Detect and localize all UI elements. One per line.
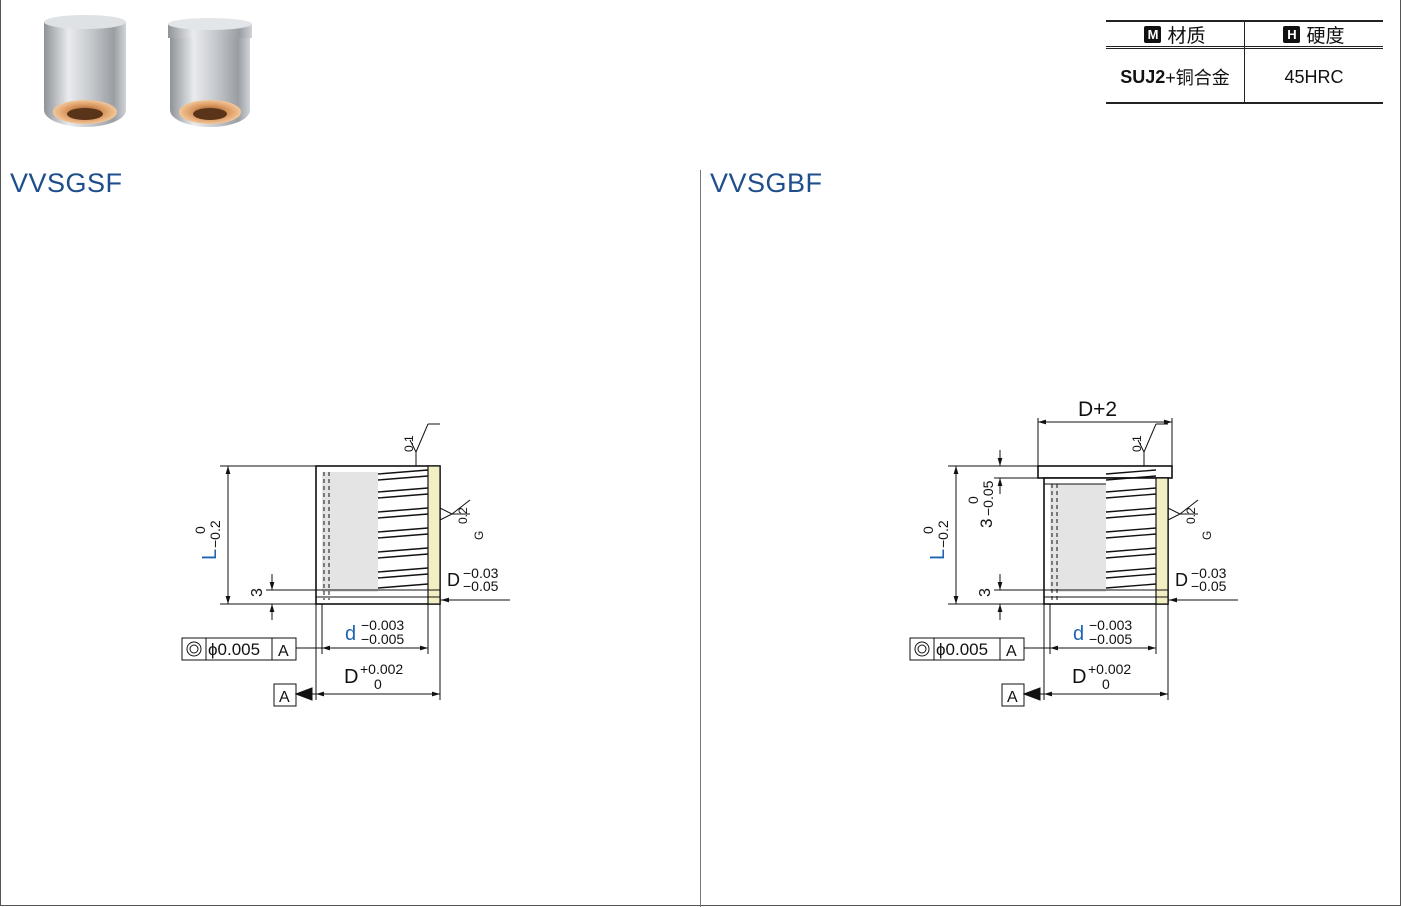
left-length-symbol: L bbox=[199, 549, 221, 560]
right-chamfer: 3 bbox=[977, 588, 994, 597]
material-value-base: SUJ2 bbox=[1120, 66, 1166, 87]
right-flange-tol-upper: 0 bbox=[965, 496, 981, 504]
right-length-tol-upper: 0 bbox=[920, 526, 936, 534]
left-concentricity-datum: A bbox=[278, 643, 289, 660]
right-flange-tol-lower: −0.05 bbox=[980, 480, 996, 516]
series-title-vvsgsf: VVSGSF bbox=[10, 168, 123, 198]
material-header: M 材质 bbox=[1106, 22, 1244, 47]
right-fit-d-symbol: D bbox=[1072, 666, 1086, 688]
right-outer-d-symbol: D bbox=[1175, 570, 1188, 590]
hardness-badge-icon: H bbox=[1283, 25, 1301, 43]
drawing-vvsgsf bbox=[181, 423, 510, 707]
material-badge-icon: M bbox=[1144, 25, 1162, 43]
right-datum-label: A bbox=[1007, 689, 1018, 706]
left-inner-d-tol-lower: −0.005 bbox=[361, 631, 404, 647]
product-photo-straight bbox=[44, 15, 126, 127]
left-length-tol-lower: −0.2 bbox=[207, 520, 223, 548]
right-flange-dim: D+2 bbox=[1078, 398, 1117, 421]
right-length-tol-lower: −0.2 bbox=[935, 520, 951, 548]
left-roughness-side: 0.2 bbox=[456, 507, 470, 524]
left-length-tol-upper: 0 bbox=[192, 526, 208, 534]
material-hardness-table: M 材质 H 硬度 SUJ2+铜合金 45HRC bbox=[1106, 20, 1383, 104]
left-datum-label: A bbox=[279, 689, 290, 706]
left-fit-d-tol-upper: +0.002 bbox=[360, 661, 403, 677]
hardness-header-label: 硬度 bbox=[1306, 25, 1345, 47]
left-fit-d-symbol: D bbox=[344, 666, 358, 688]
left-chamfer: 3 bbox=[249, 588, 266, 597]
right-roughness-side: 0.2 bbox=[1184, 507, 1198, 524]
left-grind-mark: G bbox=[472, 531, 486, 540]
left-fit-d-tol-lower: 0 bbox=[374, 676, 382, 692]
right-concentricity-datum: A bbox=[1006, 643, 1017, 660]
right-grind-mark: G bbox=[1200, 531, 1214, 540]
material-header-label: 材质 bbox=[1167, 25, 1206, 47]
right-flange-thickness: 3 bbox=[977, 519, 996, 528]
material-value-alloy: +铜合金 bbox=[1165, 68, 1230, 88]
left-outer-d-symbol: D bbox=[447, 570, 460, 590]
left-concentricity-value: ϕ0.005 bbox=[208, 640, 260, 659]
product-photo-flanged bbox=[168, 18, 252, 127]
right-outer-d-tol-upper: −0.03 bbox=[1191, 565, 1227, 581]
material-value: SUJ2+铜合金 bbox=[1106, 52, 1244, 102]
right-concentricity-value: ϕ0.005 bbox=[936, 640, 988, 659]
right-inner-d-tol-upper: −0.003 bbox=[1089, 617, 1132, 633]
left-inner-d-tol-upper: −0.003 bbox=[361, 617, 404, 633]
right-roughness-top: 0.1 bbox=[1130, 435, 1144, 452]
right-outer-d-tol-lower: −0.05 bbox=[1191, 578, 1227, 594]
hardness-value: 45HRC bbox=[1284, 66, 1344, 87]
drawing-vvsgbf bbox=[909, 418, 1238, 707]
left-outer-d-tol-lower: −0.05 bbox=[463, 578, 499, 594]
left-inner-d-symbol: d bbox=[345, 623, 356, 645]
drawing-vvsgsf-labels: 0.1 0.2 G L 0 −0.2 3 D −0.03 −0.05 d −0.… bbox=[192, 435, 499, 706]
right-inner-d-tol-lower: −0.005 bbox=[1089, 631, 1132, 647]
series-title-vvsgbf: VVSGBF bbox=[710, 168, 823, 198]
left-roughness-top: 0.1 bbox=[402, 435, 416, 452]
right-length-symbol: L bbox=[927, 549, 949, 560]
hardness-header: H 硬度 bbox=[1245, 22, 1383, 47]
right-inner-d-symbol: d bbox=[1073, 623, 1084, 645]
left-outer-d-tol-upper: −0.03 bbox=[463, 565, 499, 581]
column-divider bbox=[700, 170, 701, 907]
right-fit-d-tol-lower: 0 bbox=[1102, 676, 1110, 692]
drawing-vvsgbf-labels: D+2 0.1 0.2 G 3 0 −0.05 L 0 −0.2 3 D −0.… bbox=[920, 398, 1227, 706]
right-fit-d-tol-upper: +0.002 bbox=[1088, 661, 1131, 677]
